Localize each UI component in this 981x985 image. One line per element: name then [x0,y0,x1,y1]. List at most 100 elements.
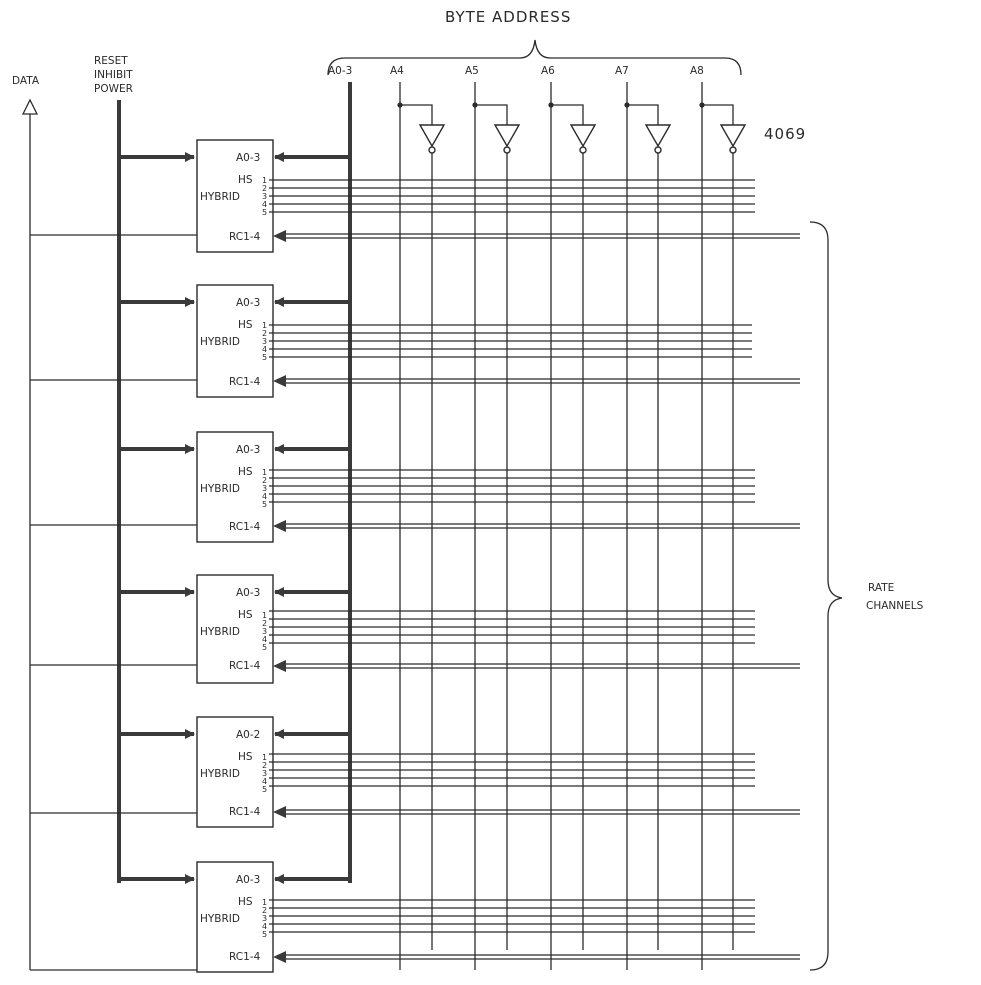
data-bus-arrow-icon [21,98,39,115]
hs-pin-label: 2 [262,329,267,338]
hs-pin-label: 3 [262,484,267,493]
hs-pin-label: 1 [262,176,267,185]
rate-label: RATE [868,582,894,594]
hs-pin-label: 5 [262,208,267,217]
hybrid-box [196,716,274,828]
hs-pin-label: 3 [262,769,267,778]
hs-pin-label: 5 [262,785,267,794]
hybrid-box [196,861,274,973]
hybrid-addr-label: A0-3 [236,297,260,309]
hs-output-lines [269,753,755,787]
inverter-a7-icon [644,124,672,148]
hybrid-block: A0-3 HS HYBRID 1 2 3 4 5 RC1-4 [30,431,800,543]
address-columns [397,82,747,970]
hs-pin-label: 4 [262,635,267,644]
hs-pin-label: 3 [262,914,267,923]
a8-branch [702,104,734,125]
channels-label: CHANNELS [866,600,924,612]
hs-output-lines [269,610,755,644]
hs-pin-label: 4 [262,345,267,354]
hybrid-block: A0-3 HS HYBRID 1 2 3 4 5 RC1-4 [30,284,800,398]
inverter-a5-bubble [503,146,511,154]
hybrid-addr-label: A0-3 [236,444,260,456]
hybrid-hs-label: HS [238,174,253,186]
hs-pin-label: 2 [262,906,267,915]
byte-address-title: BYTE ADDRESS [445,8,571,26]
inverter-a4-icon [418,124,446,148]
hs-pin-label: 1 [262,753,267,762]
hs-pin-label: 4 [262,492,267,501]
hybrid-addr-label: A0-2 [236,729,260,741]
hybrid-rc-label: RC1-4 [229,806,261,818]
hs-pin-label: 5 [262,643,267,652]
hybrid-name-label: HYBRID [200,336,240,348]
rc-arrow-icon [273,660,286,672]
hs-pin-label: 5 [262,500,267,509]
inverter-a6-icon [569,124,597,148]
hybrid-addr-label: A0-3 [236,587,260,599]
hybrid-addr-label: A0-3 [236,152,260,164]
hs-pin-label: 5 [262,930,267,939]
addr-bus-label: A0-3 [328,65,352,77]
a5-branch [475,104,508,125]
hybrid-hs-label: HS [238,466,253,478]
hybrid-rc-label: RC1-4 [229,231,261,243]
hybrid-block: A0-3 HS HYBRID 1 2 3 4 5 RC1-4 [30,574,800,684]
inverter-a4-bubble [428,146,436,154]
hs-pin-label: 1 [262,611,267,620]
hybrid-name-label: HYBRID [200,913,240,925]
inverter-a7-bubble [654,146,662,154]
rc-arrow-icon [273,375,286,387]
hs-pin-label: 1 [262,321,267,330]
inverter-part-label: 4069 [764,125,806,143]
rc-arrow-icon [273,230,286,242]
hs-pin-label: 1 [262,468,267,477]
hybrid-rc-label: RC1-4 [229,521,261,533]
hs-pin-label: 1 [262,898,267,907]
hs-pin-label: 2 [262,619,267,628]
rc-arrow-icon [273,806,286,818]
hybrid-name-label: HYBRID [200,483,240,495]
hs-pin-label: 3 [262,337,267,346]
hs-pin-label: 4 [262,922,267,931]
hs-output-lines [269,469,755,503]
inverter-a8-icon [719,124,747,148]
addr-a4-label: A4 [390,65,404,77]
hs-output-lines [269,899,755,933]
hybrid-hs-label: HS [238,609,253,621]
power-label: POWER [94,83,133,95]
hybrid-rc-label: RC1-4 [229,660,261,672]
hs-pin-label: 3 [262,627,267,636]
hybrid-name-label: HYBRID [200,626,240,638]
hybrid-addr-label: A0-3 [236,874,260,886]
hybrid-rc-label: RC1-4 [229,951,261,963]
hybrid-box [196,431,274,543]
hs-pin-label: 3 [262,192,267,201]
hs-pin-label: 2 [262,184,267,193]
hybrid-block: A0-3 HS HYBRID 1 2 3 4 5 RC1-4 [30,139,800,253]
hybrid-hs-label: HS [238,319,253,331]
addr-a6-label: A6 [541,65,555,77]
inverter-a5-icon [493,124,521,148]
data-label: DATA [12,75,40,87]
hybrid-block: A0-3 HS HYBRID 1 2 3 4 5 RC1-4 [30,861,800,973]
hybrid-rc-label: RC1-4 [229,376,261,388]
hybrid-block: A0-2 HS HYBRID 1 2 3 4 5 RC1-4 [30,716,800,828]
hybrid-hs-label: HS [238,751,253,763]
rate-channels-brace [809,221,843,971]
hybrid-box [196,284,274,398]
rc-arrow-icon [273,520,286,532]
rc-arrow-icon [273,951,286,963]
hybrid-name-label: HYBRID [200,191,240,203]
addr-a8-label: A8 [690,65,704,77]
a4-branch [400,104,433,125]
a6-branch [551,104,584,125]
hybrid-name-label: HYBRID [200,768,240,780]
hs-pin-label: 2 [262,476,267,485]
hs-output-lines [269,324,752,358]
hs-output-lines [269,179,755,213]
addr-a7-label: A7 [615,65,629,77]
hybrid-box [196,574,274,684]
hs-pin-label: 4 [262,777,267,786]
